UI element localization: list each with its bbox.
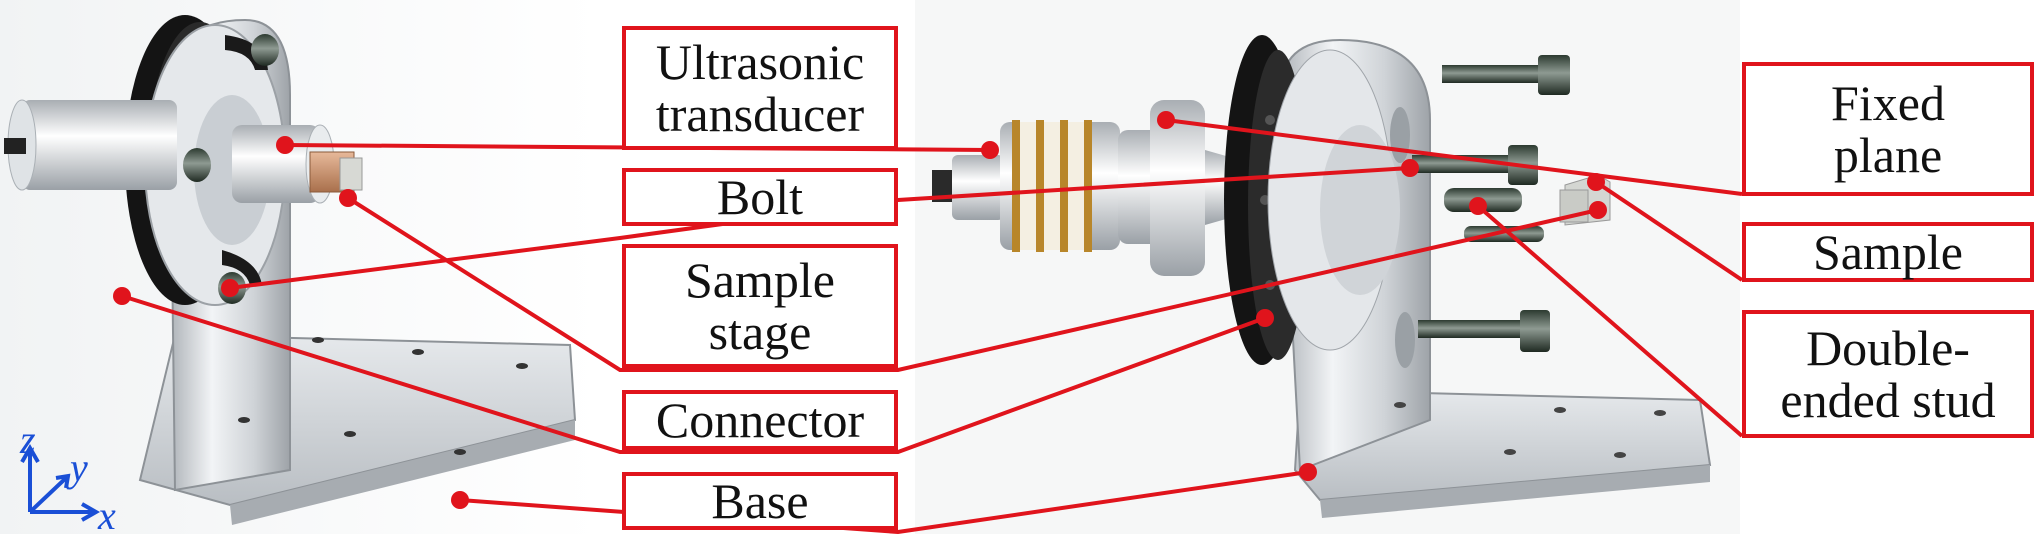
leader-fixed-plane xyxy=(1165,118,1743,196)
label-ultrasonic-transducer: Ultrasonic transducer xyxy=(622,26,898,150)
leader-sample-stage xyxy=(346,196,1599,372)
label-bolt: Bolt xyxy=(622,168,898,226)
label-line: Double- xyxy=(1806,319,1970,376)
leader-connector xyxy=(121,294,1266,454)
label-line: Ultrasonic xyxy=(655,33,865,90)
label-connector: Connector xyxy=(622,390,898,450)
axis-z-label: z xyxy=(20,417,36,462)
label-double-ended-stud: Double- ended stud xyxy=(1742,310,2034,438)
leader-stud xyxy=(1476,204,1744,438)
coordinate-axes xyxy=(20,443,101,522)
leader-dots xyxy=(113,111,1607,509)
label-line: ended stud xyxy=(1780,372,1996,428)
assembled-device xyxy=(4,15,577,525)
label-base: Base xyxy=(622,472,898,530)
label-text: Base xyxy=(711,472,809,529)
exploded-base xyxy=(1224,35,1712,518)
label-line: Sample xyxy=(685,251,835,308)
leader-sample xyxy=(1594,180,1744,282)
axis-y-label: y xyxy=(70,445,88,490)
label-text: Bolt xyxy=(716,168,804,225)
label-line: transducer xyxy=(655,86,865,142)
label-sample: Sample xyxy=(1742,222,2034,282)
label-fixed-plane: Fixed plane xyxy=(1742,62,2034,196)
label-line: Fixed xyxy=(1831,74,1945,131)
axis-x-label: x xyxy=(98,493,116,538)
label-text: Sample xyxy=(1813,223,1963,280)
label-line: plane xyxy=(1833,127,1943,183)
leader-base xyxy=(459,470,1309,534)
exploded-transducer xyxy=(932,100,1240,276)
label-line: stage xyxy=(708,304,812,360)
label-text: Connector xyxy=(655,391,865,448)
label-sample-stage: Sample stage xyxy=(622,244,898,368)
